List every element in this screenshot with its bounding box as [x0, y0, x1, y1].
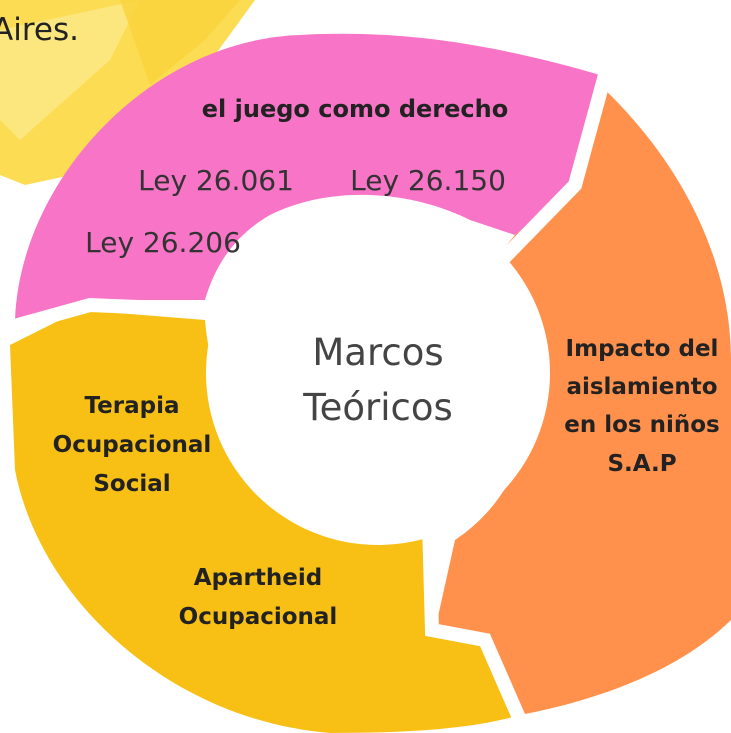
segment-orange — [435, 85, 731, 715]
yellow-top-line-1: Terapia — [85, 393, 180, 419]
law-3: Ley 26.206 — [85, 226, 241, 259]
segment-yellow — [10, 310, 520, 733]
separator-left — [0, 297, 211, 337]
orange-line-2: aislamiento — [566, 374, 717, 400]
yellow-top-line-3: Social — [93, 471, 170, 497]
center-circle — [206, 201, 550, 545]
brush-strokes — [0, 0, 255, 185]
brush-stroke-2 — [0, 0, 140, 140]
separator-bottom — [421, 487, 527, 723]
orange-line-1: Impacto del — [566, 336, 719, 362]
yellow-top-line-2: Ocupacional — [53, 432, 212, 458]
pink-title: el juego como derecho — [202, 95, 508, 123]
brush-stroke-3 — [120, 0, 240, 85]
top-text: Aires. — [0, 12, 79, 48]
law-1: Ley 26.061 — [138, 164, 294, 197]
yellow-bottom-line-2: Ocupacional — [179, 604, 338, 630]
center-title-line1: Marcos — [312, 331, 443, 374]
orange-line-3: en los niños — [564, 412, 720, 438]
orange-line-4: S.A.P — [607, 451, 676, 477]
center-title-line2: Teóricos — [302, 386, 452, 429]
yellow-bottom-line-1: Apartheid — [194, 565, 322, 591]
law-2: Ley 26.150 — [350, 164, 506, 197]
segment-pink — [15, 33, 600, 321]
